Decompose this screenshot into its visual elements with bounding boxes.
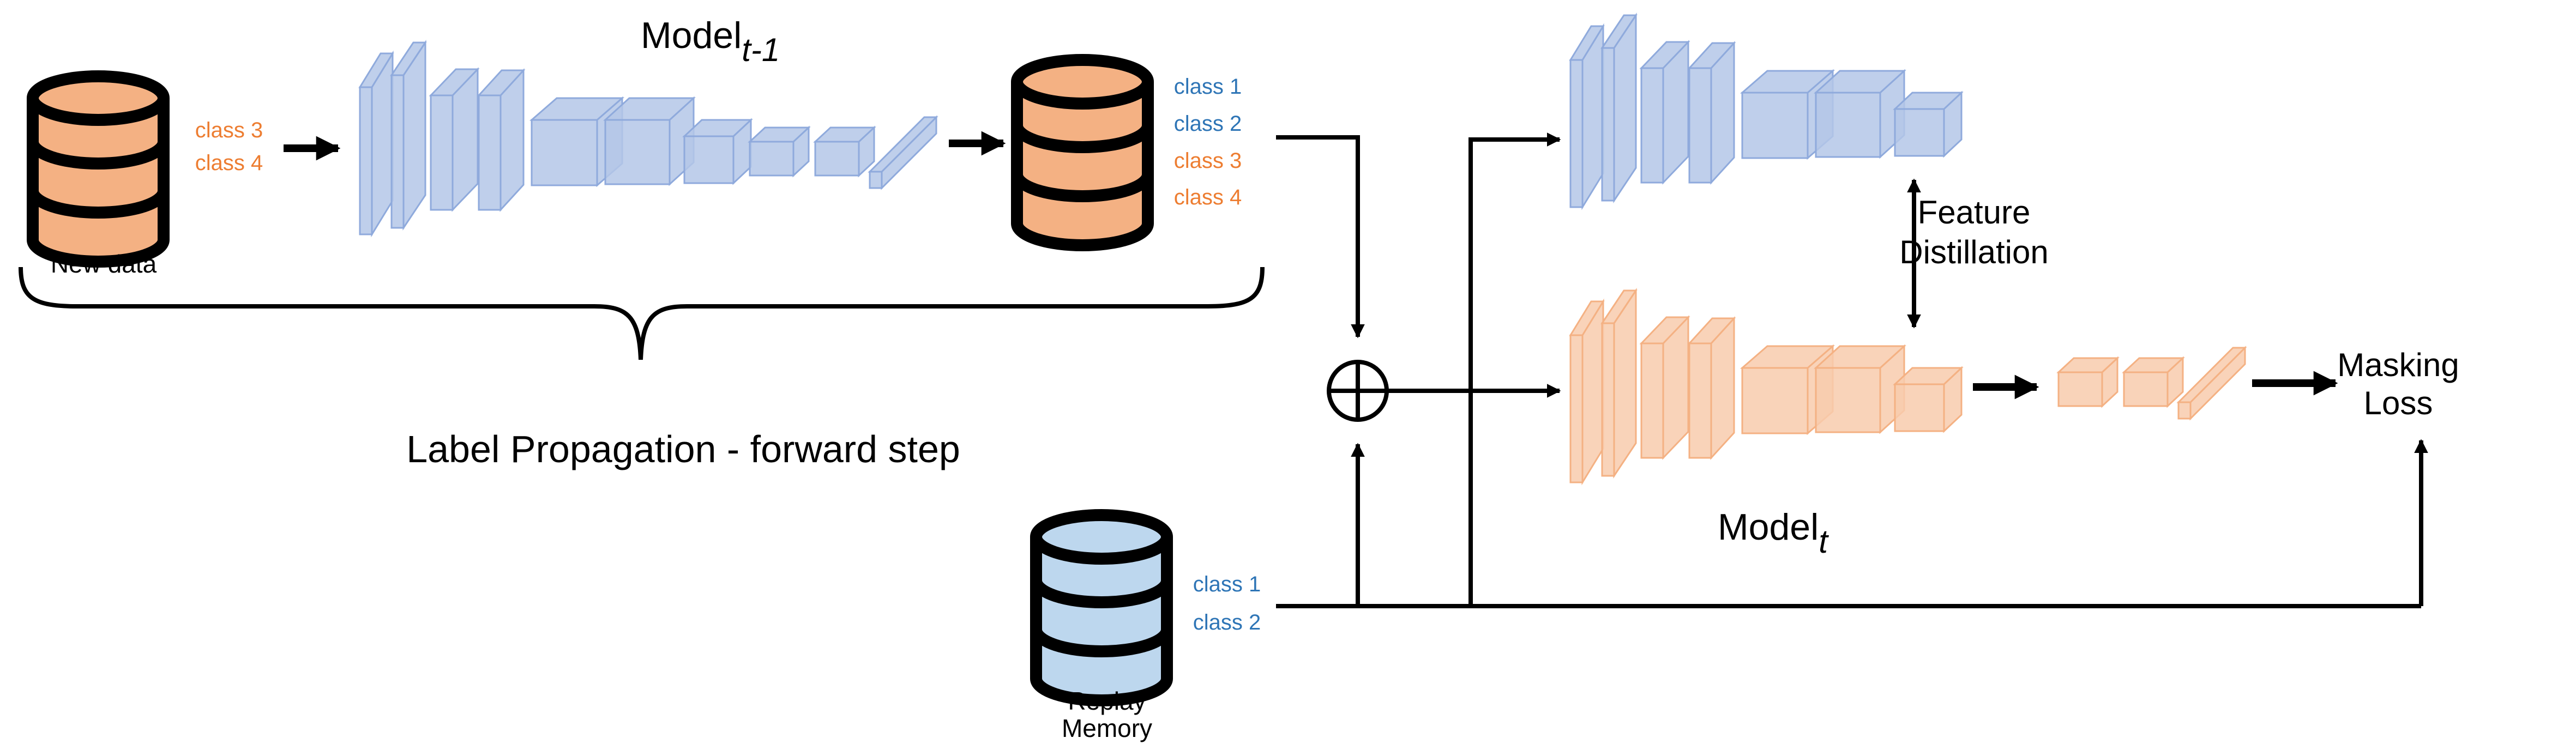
layer-block [1640,67,1664,184]
layer-block [1894,383,1945,432]
circled-plus-icon [1327,360,1389,422]
old-model-copy-network-icon [1569,13,1964,210]
replay-class-1: class 1 [1193,572,1261,596]
layer-block [604,119,671,185]
replay-class-2: class 2 [1193,610,1261,634]
layer-block [1569,59,1584,208]
database-band [1011,173,1154,202]
layer-block [749,141,795,177]
label-propagation-brace [19,267,1265,360]
layer-block [1894,108,1945,157]
layer-block [1688,67,1712,184]
replay-memory-label-line1: Replay [1068,687,1146,715]
layer-block [430,94,454,211]
replay-memory-database-icon [1030,509,1173,706]
database-body [1030,537,1173,706]
label-propagation-caption: Label Propagation - forward step [406,428,960,470]
layer-block [2057,371,2103,407]
layer-block [869,171,883,189]
database-body [1011,82,1154,251]
old-model-subscript: t-1 [742,32,780,68]
layer-block [814,141,860,177]
layer-block [531,119,598,186]
masking-loss-line2: Loss [2364,385,2433,421]
layer-block [2123,371,2169,407]
feature-distillation-line2: Distillation [1899,234,2048,270]
new-model-network-icon [1569,288,1964,486]
old-prediction-database-icon [1011,54,1154,251]
database-top [1011,54,1154,110]
new-data-label: New data [51,250,157,278]
database-band [1011,124,1154,153]
layer-block [359,86,373,235]
replay-memory-label-line2: Memory [1062,714,1152,742]
new-data-class-4: class 4 [195,151,263,175]
old-model-network-icon [358,40,938,238]
database-body [27,98,170,268]
new-model-subscript: t [1819,523,1829,560]
layer-block [390,74,405,229]
new-data-database-icon [27,70,170,268]
layer-block [2177,401,2192,420]
new-data-class-3: class 3 [195,118,263,142]
layer-block [1815,92,1881,158]
layer-block [1601,47,1615,202]
arrow-prediction-to-combine [1276,135,1365,338]
feature-distillation-line1: Feature [1918,194,2031,231]
database-band [27,141,170,170]
database-band [1030,579,1173,608]
layer-block [1688,342,1712,459]
layer-block [1569,334,1584,483]
layer-block [1741,367,1809,434]
layer-block [1741,92,1809,159]
layer-block [1601,322,1615,477]
layer-block [478,94,502,211]
database-top [27,70,170,126]
new-model-title: Modelt [1718,506,1829,560]
layer-block [1640,342,1664,459]
old-model-title: Modelt-1 [641,15,780,68]
database-band [27,190,170,219]
masking-loss-line1: Masking [2337,347,2459,383]
layer-block [1815,367,1881,433]
layer-block [683,135,735,184]
pred-class-2: class 2 [1174,112,1242,136]
pred-class-3: class 3 [1174,149,1242,173]
pred-class-1: class 1 [1174,75,1242,99]
arrow-replay-to-old-model [1468,132,1561,606]
database-band [1030,628,1173,657]
database-top [1030,509,1173,565]
pred-class-4: class 4 [1174,185,1242,209]
new-model-head-network-icon [2056,346,2247,421]
